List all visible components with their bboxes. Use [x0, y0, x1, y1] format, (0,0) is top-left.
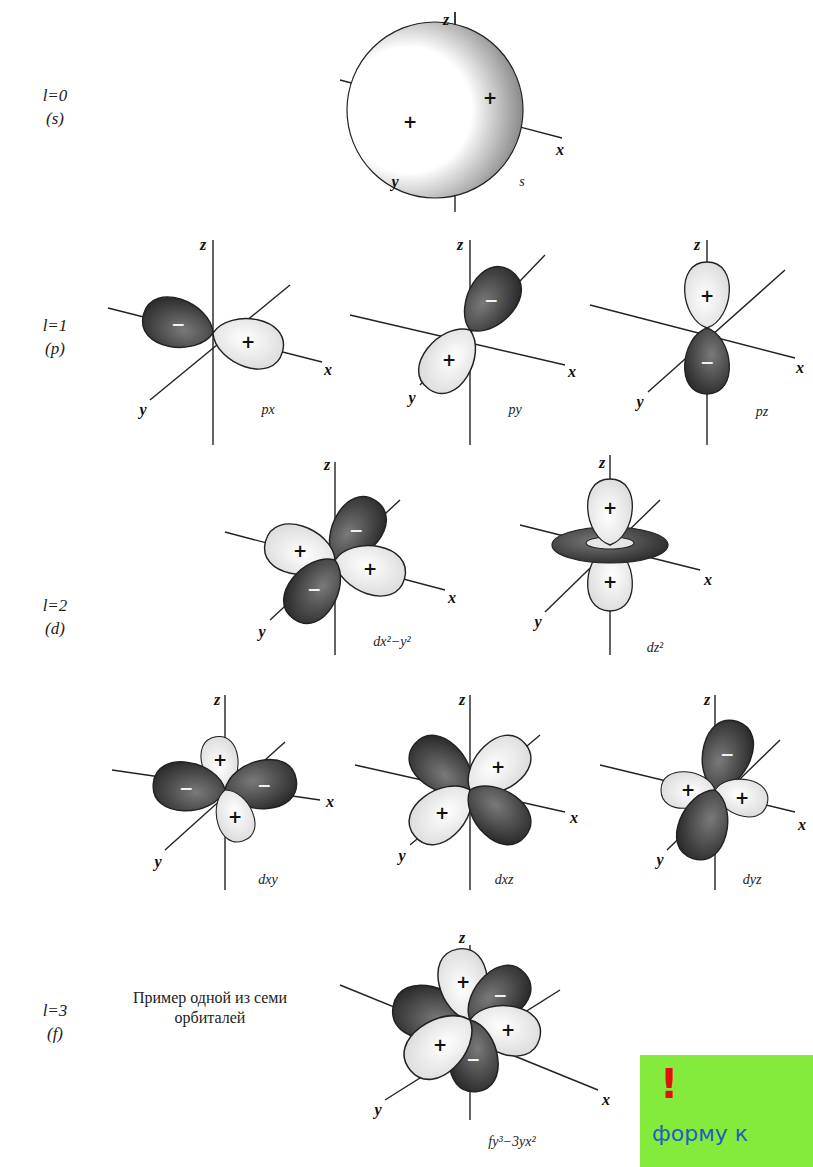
orbital-name: dz² [647, 641, 664, 655]
phase-sign: + [483, 90, 497, 107]
axis-label: x [796, 360, 804, 376]
note-box: ! форму к [640, 1055, 813, 1167]
orbital-name: fy³−3yx² [488, 1135, 535, 1149]
phase-sign: + [435, 805, 449, 822]
axis-label: z [599, 455, 605, 471]
axis-label: x [556, 142, 564, 158]
phase-sign: − [466, 1051, 480, 1068]
axis-label: y [534, 614, 541, 630]
phase-sign: + [501, 1022, 515, 1039]
orbital-name: dxy [258, 873, 277, 887]
axis-label: z [459, 692, 465, 708]
phase-sign: + [241, 334, 255, 351]
phase-sign: − [349, 522, 363, 539]
phase-sign: + [735, 790, 749, 807]
phase-sign: − [484, 292, 498, 309]
axis-label: y [391, 174, 398, 190]
axis-label: x [448, 590, 456, 606]
phase-sign: + [491, 759, 505, 776]
phase-sign: − [307, 581, 321, 598]
axis-label: x [568, 364, 576, 380]
axis-label: z [459, 930, 465, 946]
axis-label: x [324, 362, 332, 378]
phase-sign: − [171, 316, 185, 333]
axis-label: z [457, 237, 463, 253]
axis-label: y [656, 852, 663, 868]
phase-sign: − [493, 987, 507, 1004]
phase-sign: + [228, 809, 242, 826]
axis-label: z [694, 237, 700, 253]
axis-label: x [326, 794, 334, 810]
axis-label: y [398, 848, 405, 864]
phase-sign: + [603, 574, 617, 591]
axis-label: x [602, 1092, 610, 1108]
exclamation-mark: ! [660, 1061, 678, 1107]
phase-sign: + [213, 752, 227, 769]
quantum-number-label: (p) [45, 340, 65, 357]
axis-label: x [704, 572, 712, 588]
orbital-name: dyz [743, 873, 762, 887]
quantum-number-label: (f) [47, 1025, 63, 1042]
axis-label: y [154, 854, 161, 870]
phase-sign: + [433, 1037, 447, 1054]
phase-sign: + [403, 114, 417, 131]
axis-label: y [139, 402, 146, 418]
phase-sign: + [700, 288, 714, 305]
orbital-name: dx²−y² [373, 635, 410, 649]
axis-label: y [636, 394, 643, 410]
axis-label: z [214, 692, 220, 708]
phase-sign: − [257, 777, 271, 794]
axis-label: x [570, 810, 578, 826]
axis-label: z [200, 237, 206, 253]
axis-label: z [443, 12, 449, 28]
orbital-name: s [519, 175, 524, 189]
quantum-number-label: (s) [46, 110, 64, 127]
orbital-name: pz [756, 405, 768, 419]
phase-sign: − [179, 780, 193, 797]
axis-label: y [258, 624, 265, 640]
axis-label: x [798, 817, 806, 833]
axis-label: y [374, 1102, 381, 1118]
orbital-name: px [261, 403, 274, 417]
phase-sign: + [603, 500, 617, 517]
phase-sign: + [442, 352, 456, 369]
axis-label: z [324, 457, 330, 473]
quantum-number-label: l=3 [43, 1002, 68, 1019]
axis-label: z [704, 692, 710, 708]
phase-sign: − [700, 354, 714, 371]
orbital-name: py [508, 403, 521, 417]
quantum-number-label: l=1 [43, 317, 68, 334]
phase-sign: + [681, 782, 695, 799]
quantum-number-label: l=0 [43, 87, 68, 104]
quantum-number-label: (d) [45, 620, 65, 637]
phase-sign: + [363, 561, 377, 578]
phase-sign: − [720, 746, 734, 763]
axis-label: y [408, 390, 415, 406]
note-text: форму к [652, 1121, 748, 1146]
orbital-name: dxz [495, 873, 514, 887]
phase-sign: + [293, 543, 307, 560]
phase-sign: + [456, 974, 470, 991]
note-text: Пример одной из семи орбиталей [130, 988, 290, 1028]
quantum-number-label: l=2 [43, 597, 68, 614]
